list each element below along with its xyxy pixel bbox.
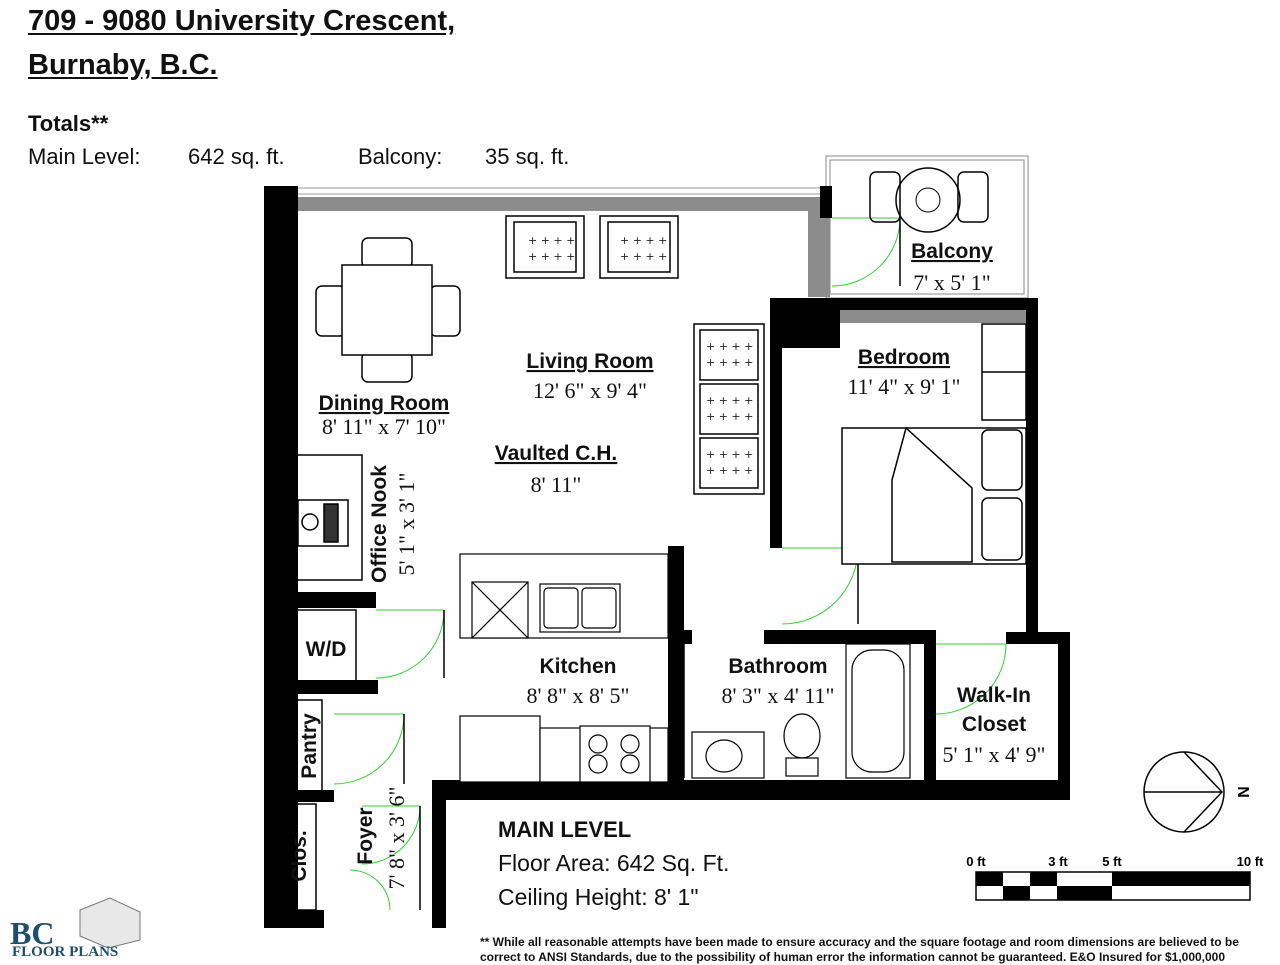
svg-text:+ + + +: + + + + bbox=[706, 356, 753, 369]
disclaimer-line-2: correct to ANSI Standards, due to the po… bbox=[480, 950, 1226, 964]
balcony-dims: 7' x 5' 1" bbox=[913, 270, 990, 295]
kitchen-counters bbox=[459, 553, 669, 783]
scale-label-3: 3 ft bbox=[1048, 854, 1068, 869]
disclaimer: ** While all reasonable attempts have be… bbox=[480, 935, 1280, 965]
foyer-label: Foyer bbox=[354, 807, 377, 864]
svg-text:+ + + +: + + + + bbox=[706, 464, 753, 477]
lounge-chairs bbox=[505, 215, 679, 279]
sofa bbox=[693, 323, 765, 495]
door-swings bbox=[333, 217, 1007, 911]
svg-text:+ + + +: + + + + bbox=[528, 250, 575, 263]
kitchen-label: Kitchen bbox=[539, 655, 616, 678]
svg-text:+ + + +: + + + + bbox=[528, 234, 575, 247]
vaulted-ceiling-height: 8' 11" bbox=[531, 472, 582, 497]
chair-tufting: + + + + + + + + + + + + + + + + bbox=[528, 234, 667, 263]
scale-label-10: 10 ft bbox=[1237, 854, 1264, 869]
living-room-label: Living Room bbox=[526, 350, 653, 373]
balcony-table bbox=[869, 167, 989, 233]
logo-mark: BC bbox=[10, 915, 54, 951]
totals-heading: Totals** bbox=[28, 111, 109, 136]
window-walls bbox=[298, 197, 1028, 323]
walk-in-closet-dims: 5' 1" x 4' 9" bbox=[943, 742, 1046, 767]
balcony-total-value: 35 sq. ft. bbox=[485, 144, 570, 169]
address-line-2: Burnaby, B.C. bbox=[28, 49, 218, 81]
pantry-label: Pantry bbox=[298, 713, 321, 779]
office-desk bbox=[297, 499, 349, 547]
thin-partitions bbox=[275, 454, 685, 911]
dining-room-dims: 8' 11" x 7' 10" bbox=[322, 414, 446, 439]
walk-in-label: Walk-In bbox=[957, 684, 1031, 707]
address-line-1: 709 - 9080 University Crescent, bbox=[28, 5, 456, 37]
living-room-dims: 12' 6" x 9' 4" bbox=[533, 378, 647, 403]
svg-text:+ + + +: + + + + bbox=[706, 410, 753, 423]
kitchen-dims: 8' 8" x 8' 5" bbox=[527, 683, 630, 708]
office-nook-label: Office Nook bbox=[368, 465, 391, 583]
bedroom-dims: 11' 4" x 9' 1" bbox=[847, 374, 960, 399]
bathroom-dims: 8' 3" x 4' 11" bbox=[721, 683, 834, 708]
bedroom-label: Bedroom bbox=[858, 346, 950, 369]
logo-icon: BC bbox=[10, 897, 141, 951]
balcony-total-label: Balcony: bbox=[358, 144, 443, 169]
compass-icon bbox=[1143, 751, 1225, 833]
main-level-floor-area: Floor Area: 642 Sq. Ft. bbox=[498, 850, 730, 876]
disclaimer-line-1: ** While all reasonable attempts have be… bbox=[480, 935, 1239, 949]
svg-text:+ + + +: + + + + bbox=[620, 234, 667, 247]
washer-dryer-label: W/D bbox=[306, 638, 347, 661]
dining-room-label: Dining Room bbox=[319, 392, 450, 415]
closet-label: Closet bbox=[962, 713, 1026, 736]
window-top bbox=[298, 187, 826, 195]
vaulted-ceiling-label: Vaulted C.H. bbox=[495, 442, 618, 465]
bathroom-label: Bathroom bbox=[728, 655, 827, 678]
logo-text: FLOOR PLANS bbox=[12, 944, 119, 960]
main-level-ceiling-height: Ceiling Height: 8' 1" bbox=[498, 884, 699, 910]
balcony-label: Balcony bbox=[911, 240, 993, 263]
office-nook-dims: 5' 1" x 3' 1" bbox=[394, 473, 419, 576]
svg-text:+ + + +: + + + + bbox=[706, 448, 753, 461]
svg-text:+ + + +: + + + + bbox=[706, 394, 753, 407]
main-level-total-label: Main Level: bbox=[28, 144, 141, 169]
svg-text:+ + + +: + + + + bbox=[706, 340, 753, 353]
compass-north-label: N bbox=[1234, 786, 1251, 798]
scale-bar bbox=[975, 871, 1251, 901]
bedroom-furniture bbox=[841, 323, 1027, 565]
closet-small-label: Clos. bbox=[288, 830, 311, 881]
bathroom-fixtures bbox=[691, 643, 911, 779]
scale-label-5: 5 ft bbox=[1102, 854, 1122, 869]
main-level-total-value: 642 sq. ft. bbox=[188, 144, 285, 169]
svg-text:+ + + +: + + + + bbox=[620, 250, 667, 263]
main-level-heading: MAIN LEVEL bbox=[498, 817, 632, 842]
scale-label-0: 0 ft bbox=[966, 854, 986, 869]
sofa-tufting: + + + + + + + + + + + + + + + + + + + + + +… bbox=[706, 340, 753, 477]
foyer-dims: 7' 8" x 3' 6" bbox=[384, 787, 409, 890]
dining-table bbox=[315, 237, 461, 383]
